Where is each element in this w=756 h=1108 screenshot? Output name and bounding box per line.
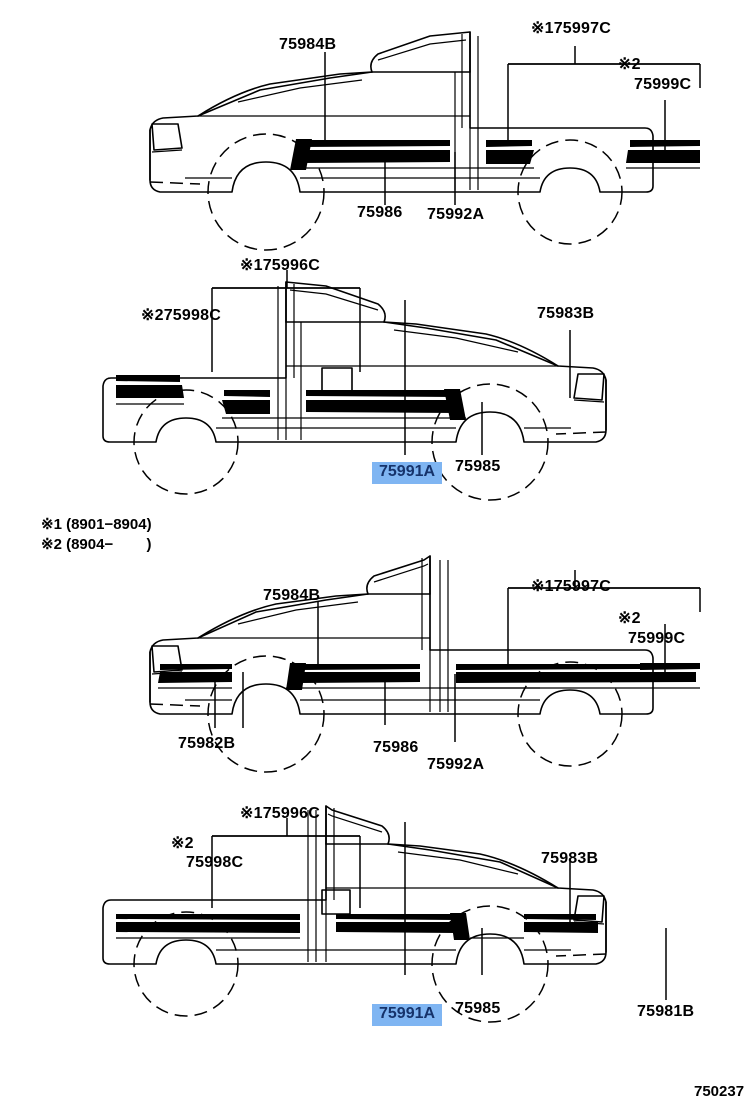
part-label-star2-p1: ※2 [618,56,641,73]
panel-2-illustration [102,270,607,501]
panel-1-illustration [149,31,701,251]
stripe-decals-p2 [116,375,466,420]
part-label-175996C-p4: ※175996C [240,805,320,822]
panel-3-illustration [149,555,701,773]
part-label-75984B-p3: 75984B [263,587,321,604]
stripe-decals-p4 [116,913,598,940]
part-label-75984B-p1: 75984B [279,36,337,53]
stripe-decals-p3 [158,663,700,690]
part-label-75998C-p4: 75998C [186,854,244,871]
footnote-line-1: ※1 (8901−8904) [41,516,152,533]
highlighted-part-75991A-p2[interactable]: 75991A [372,462,443,484]
part-label-175997C-p1: ※175997C [531,20,611,37]
part-label-75983B-p4: 75983B [541,850,599,867]
panel-4-illustration [102,805,667,1023]
stripe-decals-p1 [290,139,700,170]
part-label-275998C-p2: ※275998C [141,307,221,324]
part-label-175997C-p3: ※175997C [531,578,611,595]
part-label-75985-p2: 75985 [455,458,501,475]
part-label-75983B-p2: 75983B [537,305,595,322]
footnote-line-2: ※2 (8904− ) [41,536,152,553]
part-label-75992A-p3: 75992A [427,756,485,773]
sheet-corner-code: 750237 [694,1083,745,1100]
highlighted-part-75991A-p4[interactable]: 75991A [372,1004,443,1026]
part-label-175996C-p2: ※175996C [240,257,320,274]
part-label-75986-p1: 75986 [357,204,403,221]
part-label-75982B-p3: 75982B [178,735,236,752]
part-label-75999C-p1: 75999C [634,76,692,93]
part-label-star2-p3: ※2 [618,610,641,627]
part-label-75986-p3: 75986 [373,739,419,756]
part-label-star2-p4: ※2 [171,835,194,852]
part-label-75999C-p3: 75999C [628,630,686,647]
part-label-75985-p4: 75985 [455,1000,501,1017]
part-label-75992A-p1: 75992A [427,206,485,223]
part-label-75981B-p4: 75981B [637,1003,695,1020]
